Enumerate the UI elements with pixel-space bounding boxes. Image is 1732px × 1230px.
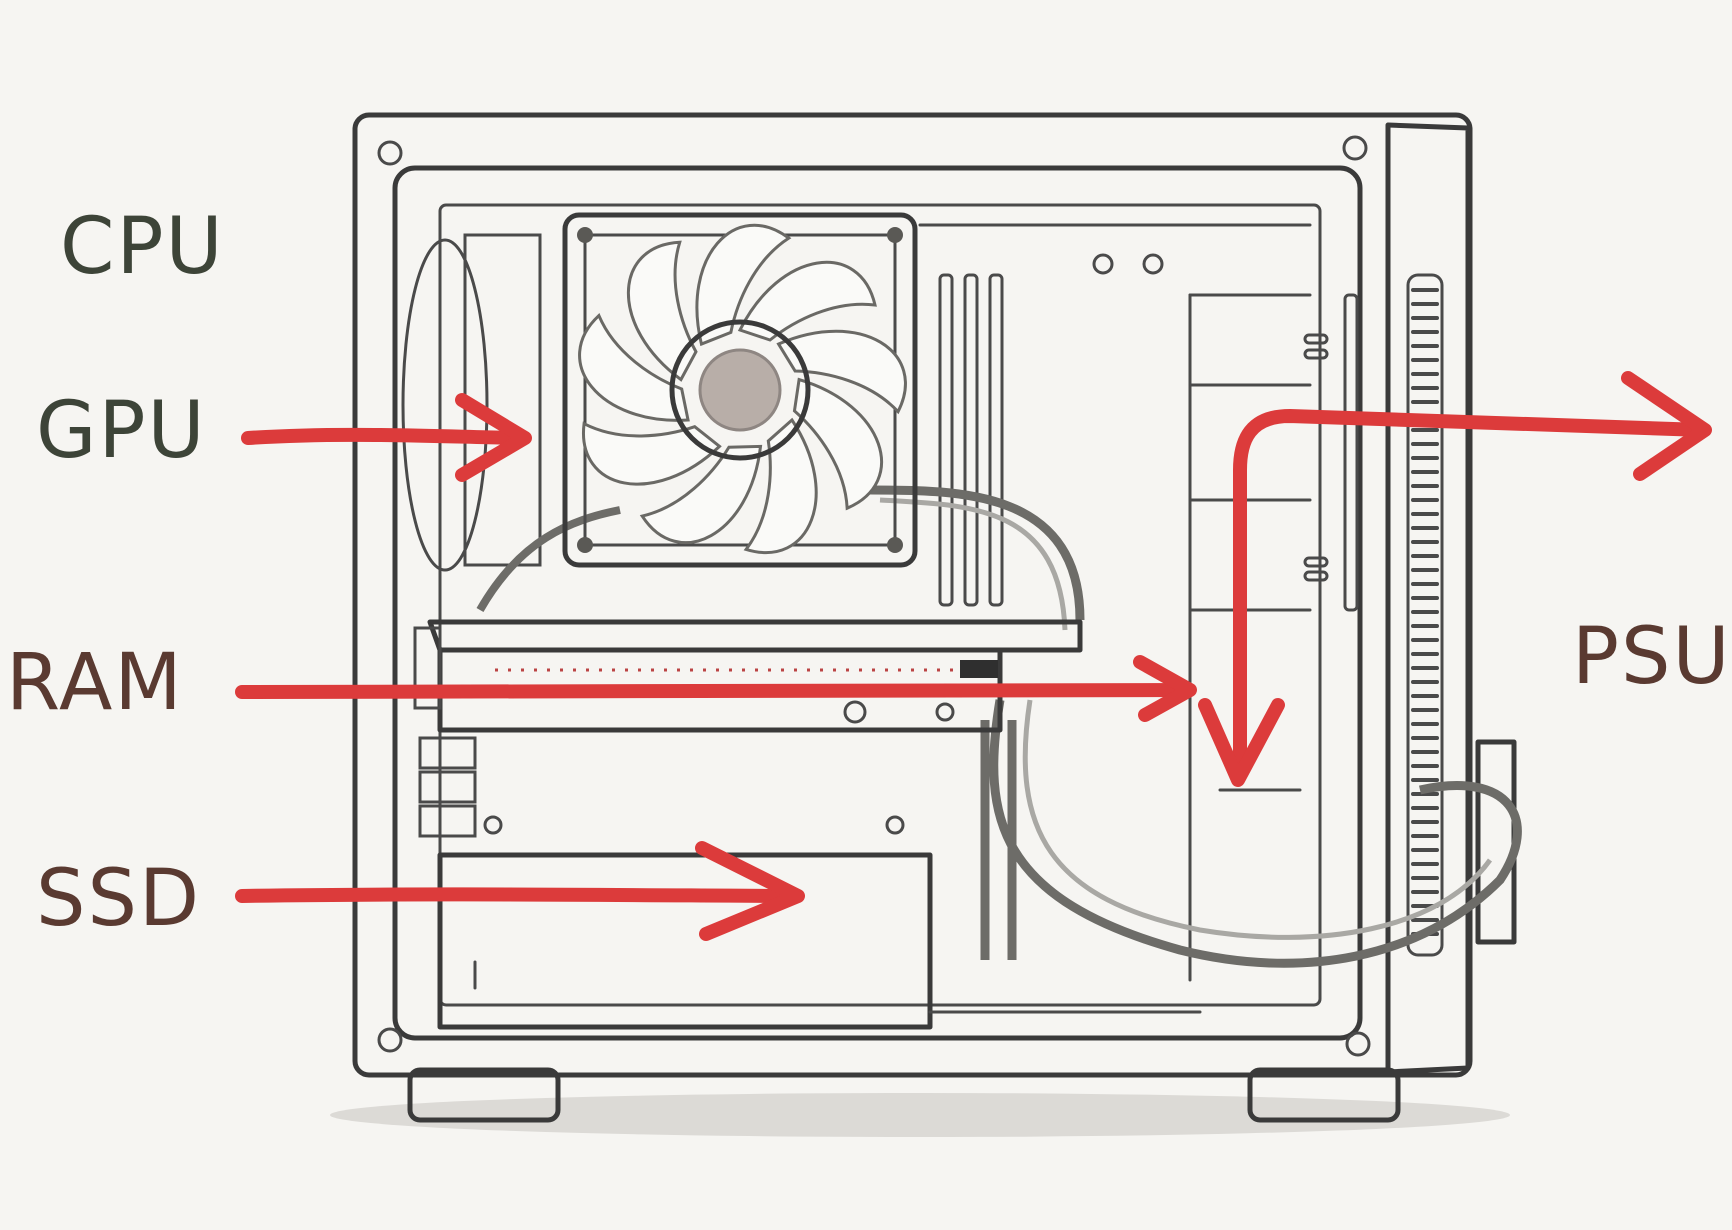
- arrow-psu: [1198, 371, 1712, 787]
- case-vent: [1406, 273, 1444, 957]
- cables: [476, 485, 1522, 968]
- cooling-fan-icon: [562, 212, 918, 568]
- pcie-slots: [418, 736, 477, 838]
- motherboard: [918, 223, 1312, 275]
- label-psu: PSU: [1572, 612, 1732, 702]
- fan-blade: [639, 444, 763, 545]
- case-window-frame: [392, 165, 1363, 1041]
- fan-blade: [776, 329, 907, 415]
- arrow-ram: [235, 655, 1197, 722]
- case-interior: [438, 203, 1322, 1007]
- fan-blade: [578, 313, 690, 422]
- label-cpu: CPU: [60, 202, 225, 292]
- fan-blade: [582, 421, 722, 486]
- label-ram: RAM: [6, 638, 184, 728]
- annotation-arrows: [235, 371, 1712, 941]
- fan-blade: [743, 417, 818, 555]
- fan-blade: [695, 223, 792, 347]
- label-gpu: GPU: [36, 386, 207, 476]
- ssd-drive: [437, 852, 1202, 1030]
- drive-bays: [1188, 293, 1359, 982]
- fan-blade: [626, 240, 698, 382]
- fan-blade: [737, 260, 877, 342]
- cage-screw: [483, 815, 503, 835]
- fan-blade: [792, 377, 884, 511]
- pc-case-icon: [352, 112, 1473, 1078]
- label-ssd: SSD: [36, 854, 202, 944]
- arrow-ssd: [235, 841, 805, 941]
- arrow-gpu: [241, 393, 532, 482]
- cage-screw: [885, 815, 905, 835]
- ram-sticks: [938, 273, 1004, 607]
- gpu-card: [413, 619, 1083, 733]
- case-screws: [377, 135, 1371, 1057]
- case-feet: [407, 1067, 1401, 1123]
- floor-shadow: [330, 1093, 1510, 1137]
